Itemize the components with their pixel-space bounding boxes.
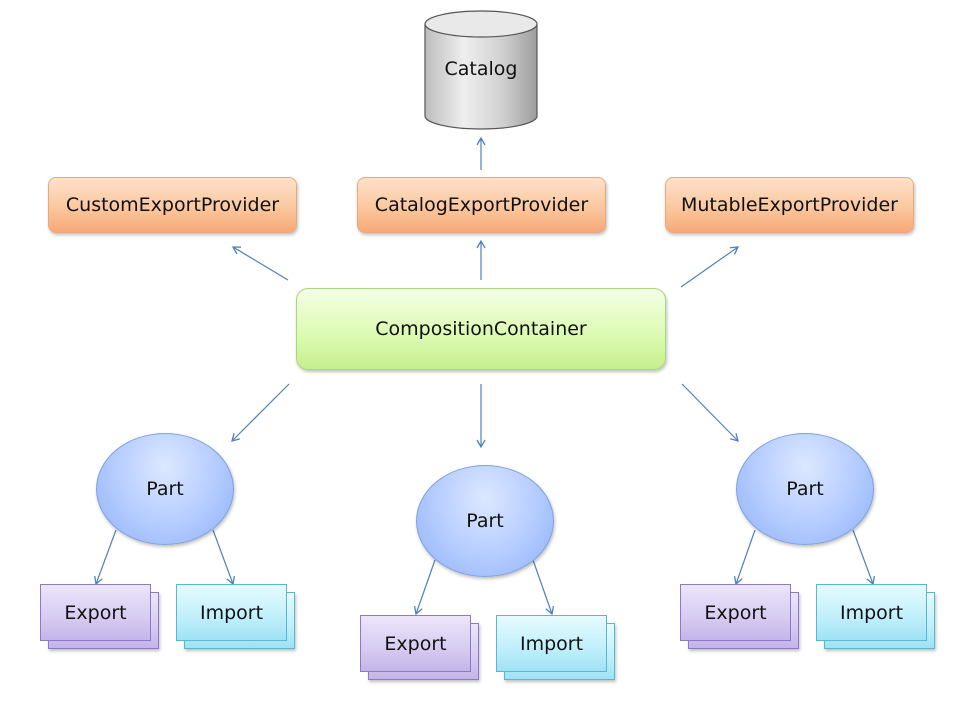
part-left-label: Part [146,478,184,500]
arrow-part-center-to-import [532,559,555,616]
part-right: Part [736,433,874,545]
arrow-container-to-mutable-provider [680,246,740,288]
catalog-export-provider-label: CatalogExportProvider [374,194,589,216]
export-box-left-label: Export [64,601,127,624]
import-box-right-label: Import [839,601,904,624]
arrow-part-center-to-export [413,559,436,616]
import-stack-left: Import [176,584,296,650]
custom-export-provider: CustomExportProvider [48,177,297,233]
import-stack-right: Import [816,584,936,650]
import-box-left: Import [176,584,287,641]
arrow-part-left-to-export [94,529,117,586]
arrow-container-to-part-left [231,383,290,442]
import-box-left-label: Import [199,601,264,624]
part-right-label: Part [786,478,824,500]
arrow-container-to-part-right [681,383,739,442]
arrow-part-left-to-import [212,529,235,586]
export-stack-left: Export [40,584,160,650]
arrow-part-right-to-export [733,529,756,586]
export-box-left: Export [40,584,151,641]
export-box-right: Export [680,584,791,641]
mutable-export-provider: MutableExportProvider [665,177,914,233]
composition-container-label: CompositionContainer [375,318,587,340]
import-box-center: Import [496,615,607,672]
export-stack-right: Export [680,584,800,650]
export-box-center: Export [360,615,471,672]
catalog-export-provider: CatalogExportProvider [357,177,606,233]
mutable-export-provider-label: MutableExportProvider [681,194,898,216]
export-box-right-label: Export [704,601,767,624]
part-center-label: Part [466,510,504,532]
import-stack-center: Import [496,615,616,681]
export-box-center-label: Export [384,632,447,655]
catalog-label: Catalog [444,58,518,80]
import-box-right: Import [816,584,927,641]
part-center: Part [416,465,554,577]
catalog-cylinder [424,10,538,130]
part-left: Part [96,433,234,545]
arrow-container-to-custom-provider [231,246,289,281]
arrow-part-right-to-import [852,529,875,586]
import-box-center-label: Import [519,632,584,655]
custom-export-provider-label: CustomExportProvider [65,194,280,216]
export-stack-center: Export [360,615,480,681]
composition-container: CompositionContainer [296,288,666,370]
